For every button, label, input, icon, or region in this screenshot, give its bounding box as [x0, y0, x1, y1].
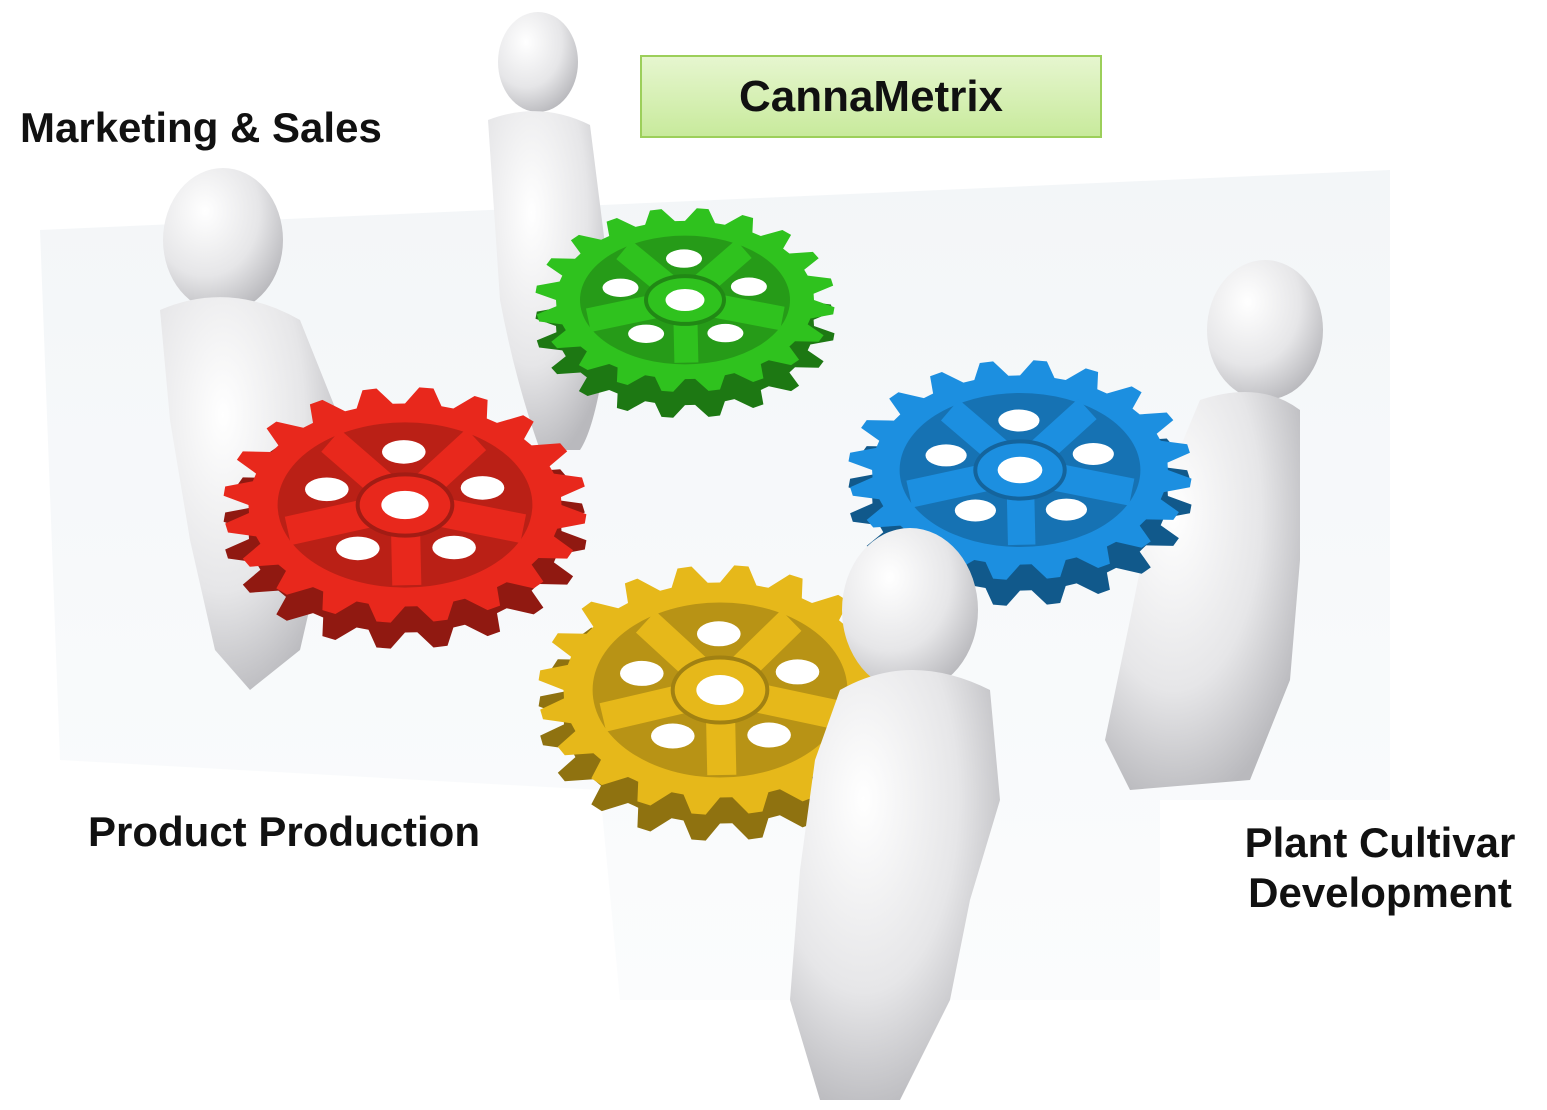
person-front — [790, 528, 1000, 1100]
yellow-gear — [538, 565, 902, 841]
label-cultivar-line2: Development — [1248, 869, 1512, 917]
cannametrix-banner: CannaMetrix — [640, 55, 1102, 138]
red-gear — [223, 387, 587, 649]
label-marketing-sales: Marketing & Sales — [20, 104, 382, 151]
banner-title: CannaMetrix — [738, 71, 1004, 121]
gear-layer — [223, 208, 1192, 841]
person-right — [1105, 260, 1323, 790]
label-plant-cultivar-development: Plant Cultivar Development — [1190, 818, 1547, 919]
label-product-production: Product Production — [88, 808, 480, 855]
green-gear — [535, 208, 835, 418]
label-cultivar-line1: Plant Cultivar — [1244, 819, 1516, 866]
